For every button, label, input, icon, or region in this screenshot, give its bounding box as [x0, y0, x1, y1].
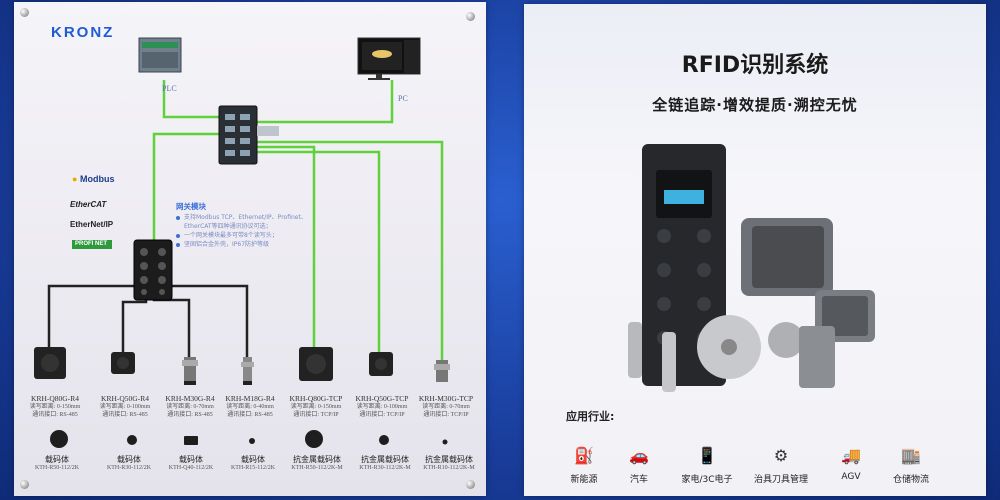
- kronz-demo-board: KRONZ: [14, 2, 486, 496]
- cylinder-sensor: [662, 332, 676, 392]
- industry-item: 🚗 汽车: [604, 444, 674, 485]
- profinet-logo: PROFI NET: [72, 240, 112, 249]
- tag-caption: 载码体 KTH-R30-112/2K: [106, 455, 152, 471]
- phone-icon: 📱: [697, 446, 717, 465]
- industry-label: 应用行业:: [566, 410, 615, 423]
- pc-monitor: [357, 37, 421, 80]
- industry-item: 🏬 仓储物流: [876, 444, 946, 485]
- screw-icon: [466, 480, 475, 489]
- agv-icon: 🚚: [841, 446, 861, 465]
- network-switch: [218, 105, 279, 165]
- industry-item: 📱 家电/3C电子: [672, 444, 742, 485]
- tag-q40: [184, 436, 198, 445]
- industry-item: 🚚 AGV: [816, 444, 886, 482]
- car-icon: 🚗: [629, 446, 649, 465]
- screw-icon: [20, 8, 29, 17]
- tag-caption: 抗金属载码体 KTH-R50-112/2K-M: [291, 455, 343, 471]
- sensor-m30: [182, 357, 198, 385]
- gateway-note-item: 一个网关模块最多可带8个读写头；: [176, 231, 316, 240]
- sensor-q50-tcp: [369, 352, 393, 376]
- tag-caption: 载码体 KTH-Q40-112/2K: [168, 455, 214, 471]
- tag-caption: 载码体 KTH-R15-112/2K: [230, 455, 276, 471]
- poster-title: RFID识别系统: [681, 53, 829, 78]
- sensor-m30-tcp: [434, 360, 450, 382]
- rfid-poster: RFID识别系统 全链追踪·增效提质·溯控无忧: [524, 4, 986, 496]
- disc-tag: [697, 315, 761, 379]
- io-module: [642, 144, 726, 386]
- product-illustration: [628, 144, 875, 392]
- plc-device: [138, 37, 182, 73]
- ethernet-ip-logo: EtherNet/IP: [70, 220, 114, 229]
- sensor-q50: [111, 352, 135, 374]
- industry-item: ⛽ 新能源: [549, 444, 619, 485]
- sensor-caption: KRH-Q80G-TCP 读写距离: 0-150mm 通讯接口: TCP/IP: [289, 394, 343, 418]
- industry-item: ⚙ 治具刀具管理: [746, 444, 816, 485]
- charging-icon: ⛽: [574, 446, 594, 465]
- plc-label: PLC: [162, 84, 177, 93]
- wiring-diagram: [34, 37, 450, 448]
- ethercat-logo: EtherCAT: [70, 200, 107, 209]
- small-disc: [768, 322, 804, 358]
- sensor-q80: [34, 347, 66, 379]
- warehouse-icon: 🏬: [901, 446, 921, 465]
- gateway-note-item: 坚固铝合金外壳，IP67防护等级: [176, 240, 316, 249]
- gear-icon: ⚙: [773, 446, 789, 465]
- square-reader-large: [741, 218, 833, 296]
- sensor-caption: KRH-Q80G-R4 读写距离: 0-150mm 通讯接口: RS-485: [29, 394, 81, 418]
- poster-subtitle: 全链追踪·增效提质·溯控无忧: [652, 96, 858, 114]
- tag-r30-m: [379, 435, 389, 445]
- brand-logo: KRONZ: [51, 24, 115, 41]
- modbus-logo: ● Modbus: [72, 174, 115, 184]
- tag-r15: [249, 438, 255, 444]
- sensor-caption: KRH-M18G-R4 读写距离: 0-40mm 通讯接口: RS-485: [225, 394, 275, 418]
- screw-icon: [466, 12, 475, 21]
- screw-icon: [20, 480, 29, 489]
- sensor-caption: KRH-Q50G-TCP 读写距离: 0-100mm 通讯接口: TCP/IP: [355, 394, 409, 418]
- cylinder-sensor: [628, 322, 642, 378]
- sensor-caption: KRH-M30G-R4 读写距离: 0-70mm 通讯接口: RS-485: [165, 394, 215, 418]
- gateway-note: 网关模块 支持Modbus TCP、Ethernet/IP、Profinet、E…: [176, 202, 316, 249]
- tag-caption: 抗金属载码体 KTH-R10-112/2K-M: [423, 455, 475, 471]
- tag-caption: 载码体 KTH-R50-112/2K: [34, 455, 80, 471]
- card-tag: [799, 326, 835, 388]
- sensor-m18: [241, 357, 254, 385]
- tag-r50-m: [305, 430, 323, 448]
- pc-label: PC: [398, 94, 408, 103]
- tag-caption: 抗金属载码体 KTH-R30-112/2K-M: [359, 455, 411, 471]
- gateway-note-item: 支持Modbus TCP、Ethernet/IP、Profinet、EtherC…: [176, 213, 316, 231]
- gateway-note-title: 网关模块: [176, 202, 206, 211]
- gateway-module: [133, 239, 173, 301]
- tag-r10-m: [442, 439, 448, 445]
- sensor-q80-tcp: [299, 347, 333, 381]
- tag-r30: [127, 435, 137, 445]
- sensor-caption: KRH-Q50G-R4 读写距离: 0-100mm 通讯接口: RS-485: [99, 394, 151, 418]
- sensor-caption: KRH-M30G-TCP 读写距离: 0-70mm 通讯接口: TCP/IP: [418, 394, 474, 418]
- tag-r50: [50, 430, 68, 448]
